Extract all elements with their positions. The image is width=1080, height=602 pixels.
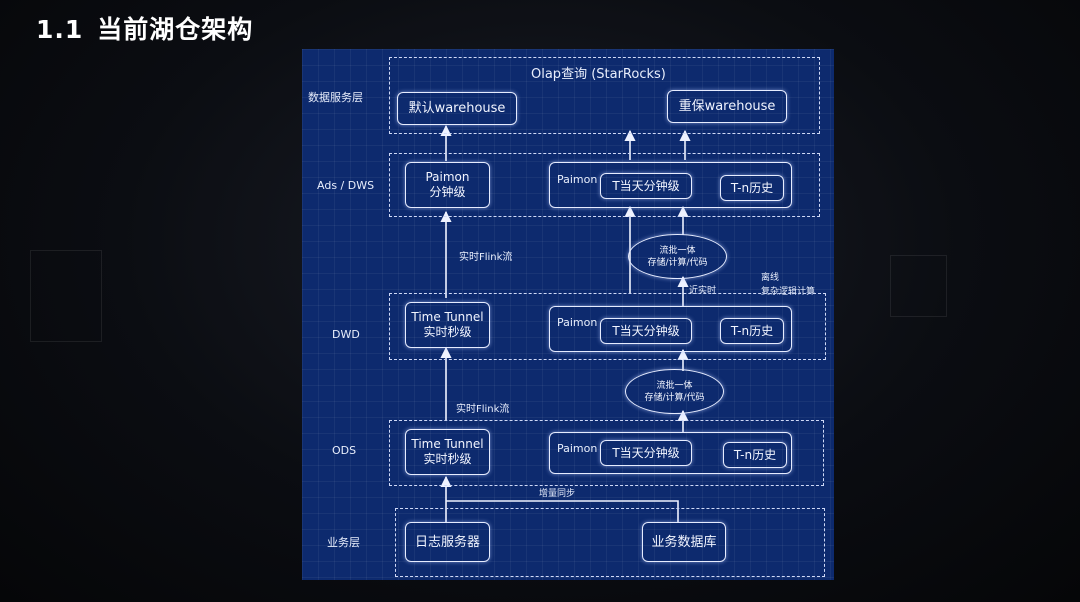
incr-sync-label: 增量同步 xyxy=(539,489,576,499)
default-warehouse-label: 默认warehouse xyxy=(408,101,506,116)
flink-lower-label: 实时Flink流 xyxy=(456,404,510,415)
decor-block-left xyxy=(30,250,102,342)
decor-block-right xyxy=(890,255,947,317)
dwd-t-day-box: T当天分钟级 xyxy=(600,318,692,344)
ods-t-day-label: T当天分钟级 xyxy=(612,445,680,460)
stream-batch-ellipse-2: 流批一体 存储/计算/代码 xyxy=(625,369,724,414)
ods-tt-line2: 实时秒级 xyxy=(423,452,472,466)
near-realtime-label: 近实时 xyxy=(689,286,717,296)
ads-t-hist-label: T-n历史 xyxy=(730,180,774,195)
arrow-db-to-ods xyxy=(446,500,679,522)
offline-label-2: 复杂逻辑计算 xyxy=(761,287,816,297)
ads-t-hist-box: T-n历史 xyxy=(720,175,784,201)
dwd-tt-line2: 实时秒级 xyxy=(423,325,472,339)
layer-label-ads: Ads / DWS xyxy=(317,179,375,192)
ads-paimon-min-line2: 分钟级 xyxy=(429,185,466,199)
slide-title-text: 当前湖仓架构 xyxy=(97,15,254,44)
ads-paimon-box xyxy=(549,162,792,208)
dwd-t-hist-box: T-n历史 xyxy=(720,318,784,344)
layer-label-serve: 数据服务层 xyxy=(308,91,363,104)
flink-upper-label: 实时Flink流 xyxy=(459,252,513,263)
zone-biz xyxy=(395,508,825,577)
zone-dwd xyxy=(389,293,826,360)
stream-batch-ellipse-1: 流批一体 存储/计算/代码 xyxy=(628,234,727,279)
ads-paimon-min-box: Paimon 分钟级 xyxy=(405,162,490,208)
ods-paimon-box xyxy=(549,432,792,474)
stream-batch-2a: 流批一体 xyxy=(656,380,693,391)
ads-paimon-min-line1: Paimon xyxy=(425,170,470,184)
biz-db-label: 业务数据库 xyxy=(651,534,717,550)
slide-title: 1.1 当前湖仓架构 xyxy=(36,10,253,46)
ods-t-hist-box: T-n历史 xyxy=(723,442,787,468)
stream-batch-1a: 流批一体 xyxy=(659,245,696,256)
layer-label-biz: 业务层 xyxy=(327,536,360,549)
dwd-tt-line1: Time Tunnel xyxy=(411,310,484,324)
ods-t-hist-label: T-n历史 xyxy=(733,447,777,462)
ods-t-day-box: T当天分钟级 xyxy=(600,440,692,466)
dwd-t-day-label: T当天分钟级 xyxy=(612,323,680,338)
heavy-warehouse-box: 重保warehouse xyxy=(667,90,787,123)
dwd-paimon-box xyxy=(549,306,792,352)
ads-t-day-label: T当天分钟级 xyxy=(612,178,680,193)
zone-serve xyxy=(389,57,820,134)
dwd-t-hist-label: T-n历史 xyxy=(730,323,774,338)
architecture-diagram: 数据服务层 Ads / DWS DWD ODS 业务层 Olap查询 (Star… xyxy=(302,49,834,580)
dwd-time-tunnel-box: Time Tunnel 实时秒级 xyxy=(405,302,490,348)
ads-t-day-box: T当天分钟级 xyxy=(600,173,692,199)
zone-ads xyxy=(389,153,820,217)
biz-db-box: 业务数据库 xyxy=(642,522,726,562)
offline-label-1: 离线 xyxy=(761,273,780,283)
layer-label-dwd: DWD xyxy=(332,328,360,341)
ads-paimon-label: Paimon xyxy=(557,173,598,186)
log-server-label: 日志服务器 xyxy=(414,534,480,550)
stream-batch-2b: 存储/计算/代码 xyxy=(644,392,705,403)
default-warehouse-box: 默认warehouse xyxy=(397,92,517,125)
dwd-paimon-label: Paimon xyxy=(557,316,598,329)
log-server-box: 日志服务器 xyxy=(405,522,490,562)
olap-label: Olap查询 (StarRocks) xyxy=(531,67,666,82)
stream-batch-1b: 存储/计算/代码 xyxy=(647,257,708,268)
ods-time-tunnel-box: Time Tunnel 实时秒级 xyxy=(405,429,490,475)
ods-paimon-label: Paimon xyxy=(557,442,598,455)
ods-tt-line1: Time Tunnel xyxy=(411,437,484,451)
layer-label-ods: ODS xyxy=(332,444,357,457)
heavy-warehouse-label: 重保warehouse xyxy=(678,99,776,114)
slide-number: 1.1 xyxy=(36,15,84,44)
zone-ods xyxy=(389,420,824,486)
